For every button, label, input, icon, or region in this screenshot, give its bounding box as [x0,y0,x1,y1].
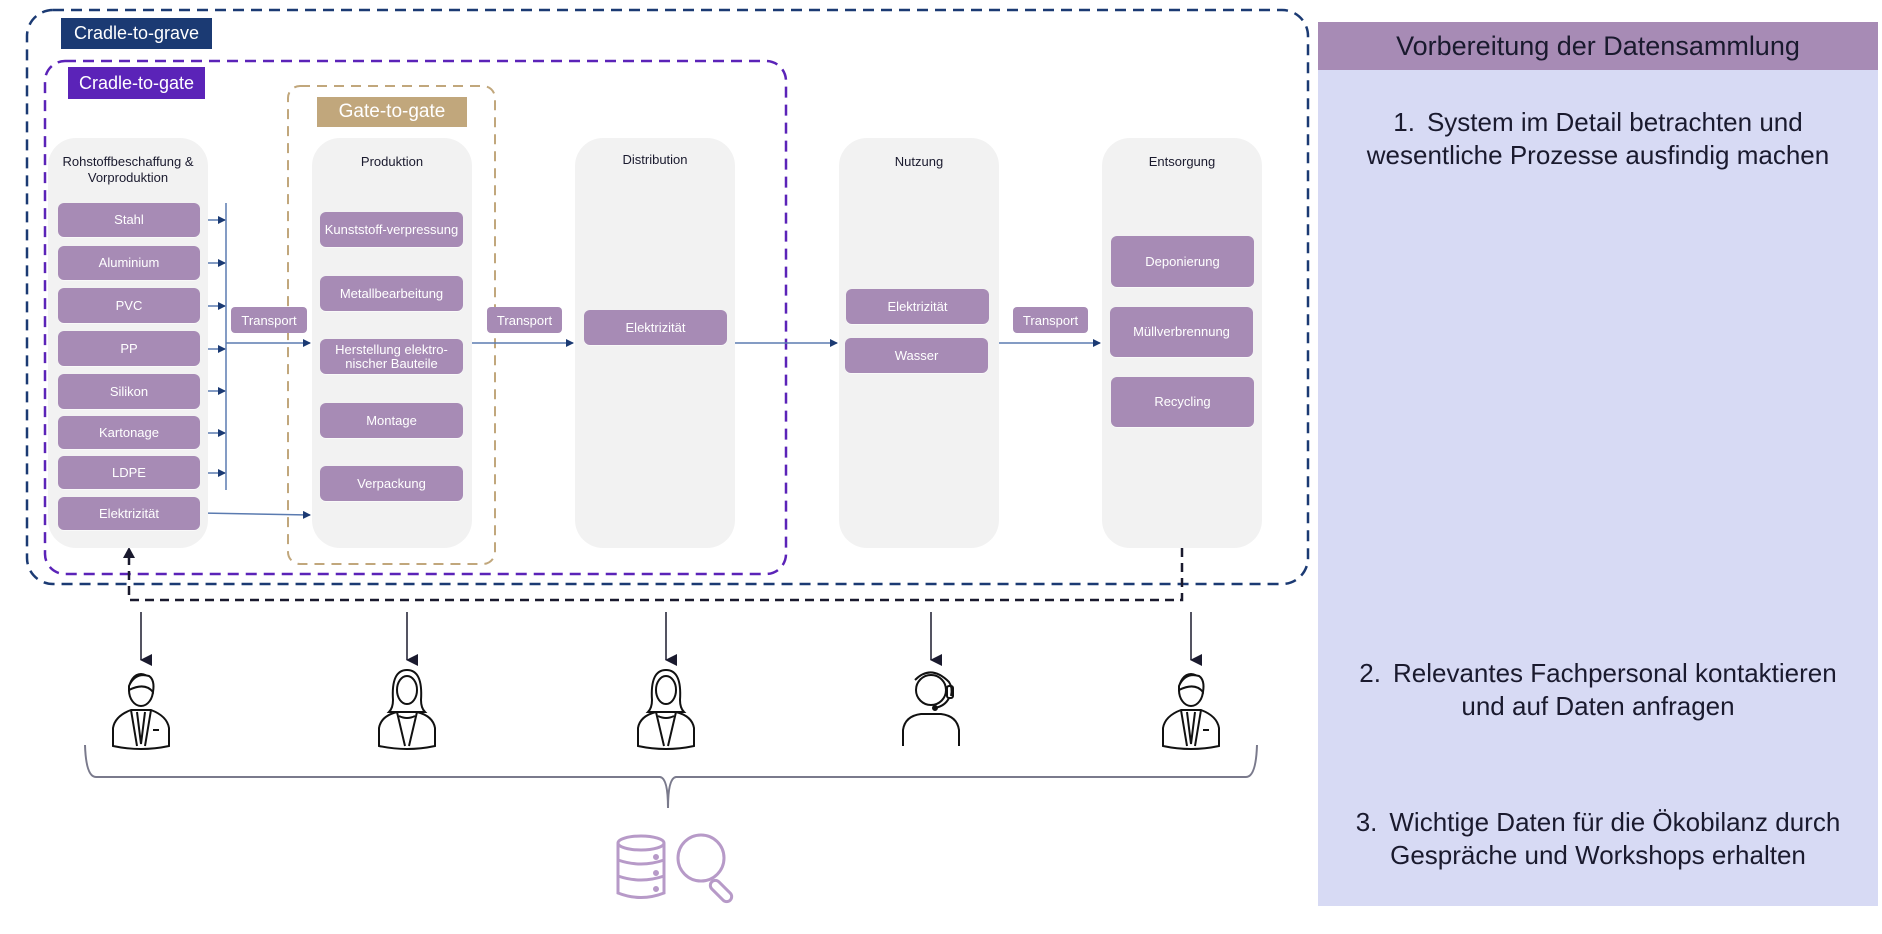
step-3: 3. Wichtige Daten für die Ökobilanz durch… [1318,806,1878,872]
person-icon-2 [378,668,436,750]
process-box-pvc[interactable]: PVC [58,288,200,323]
process-box-use-elektrizitaet[interactable]: Elektrizität [846,289,989,324]
step-number: 3. [1355,807,1378,837]
process-box-deponierung[interactable]: Deponierung [1111,236,1254,287]
businesswoman-icon [378,668,436,750]
data-collection-panel: Vorbereitung der Datensammlung 1. System … [1318,22,1878,906]
step-text-line1: Wichtige Daten für die Ökobilanz durch [1389,807,1841,837]
process-box-kunststoffverpressung[interactable]: Kunststoff-verpressung [320,212,463,247]
person-icon-1 [112,673,170,750]
businessman-icon [112,673,170,750]
person-icon-5 [1162,673,1220,750]
feedback-arrow-head [123,547,135,558]
headset-agent-icon [902,671,960,746]
step-text-line1: Relevantes Fachpersonal kontaktieren [1392,658,1837,688]
transport-label-3: Transport [1013,307,1088,333]
step-text-line2: wesentliche Prozesse ausfindig machen [1366,140,1830,170]
panel-title: Vorbereitung der Datensammlung [1318,22,1878,70]
step-number: 1. [1393,107,1415,137]
step-1: 1. System im Detail betrachten und wesent… [1318,106,1878,172]
person-icon-4 [902,671,960,746]
cradle-to-gate-frame [43,59,788,576]
column-title: Distribution [622,152,688,167]
cradle-to-gate-label: Cradle-to-gate [68,67,205,99]
process-box-elektrizitaet[interactable]: Elektrizität [58,497,200,530]
transport-label-2: Transport [487,307,562,333]
column-title: Produktion [360,154,424,169]
process-box-wasser[interactable]: Wasser [845,338,988,373]
column-title: Entsorgung [1148,154,1216,169]
process-box-metallbearbeitung[interactable]: Metallbearbeitung [320,276,463,311]
process-box-montage[interactable]: Montage [320,403,463,438]
businessman-icon [1162,673,1220,750]
businesswoman-icon [637,668,695,750]
process-box-recycling[interactable]: Recycling [1111,377,1254,427]
process-box-ldpe[interactable]: LDPE [58,456,200,489]
column-title: Nutzung [894,154,944,169]
process-box-muellverbrennung[interactable]: Müllverbrennung [1110,307,1253,357]
database-icon [616,834,666,899]
step-text-line2: und auf Daten anfragen [1461,691,1735,721]
process-box-distribution-elektrizitaet[interactable]: Elektrizität [584,310,727,345]
gate-to-gate-label: Gate-to-gate [317,97,467,127]
step-2: 2. Relevantes Fachpersonal kontaktieren u… [1318,657,1878,723]
process-box-verpackung[interactable]: Verpackung [320,466,463,501]
feedback-loop-line [127,548,1184,602]
person-icon-3 [637,668,695,750]
flow-arrow-electricity-to-production [199,510,311,519]
cradle-to-grave-label: Cradle-to-grave [61,18,212,49]
process-box-kartonage[interactable]: Kartonage [58,416,200,449]
process-box-stahl[interactable]: Stahl [58,203,200,237]
column-title: Rohstoffbeschaffung & Vorproduktion [62,154,194,185]
process-box-pp[interactable]: PP [58,331,200,366]
step-text-line2: Gespräche und Workshops erhalten [1390,840,1806,870]
process-box-elektronische-bauteile[interactable]: Herstellung elektro-nischer Bauteile [320,339,463,374]
transport-label-1: Transport [231,307,307,333]
step-number: 2. [1359,658,1381,688]
cradle-to-grave-frame [25,8,1310,586]
step-text-line1: System im Detail betrachten und [1426,107,1803,137]
process-box-silikon[interactable]: Silikon [58,374,200,409]
process-box-aluminium[interactable]: Aluminium [58,246,200,280]
magnifier-icon [676,833,734,904]
bracket-brace [84,744,1258,809]
people-arrows [140,612,1202,666]
